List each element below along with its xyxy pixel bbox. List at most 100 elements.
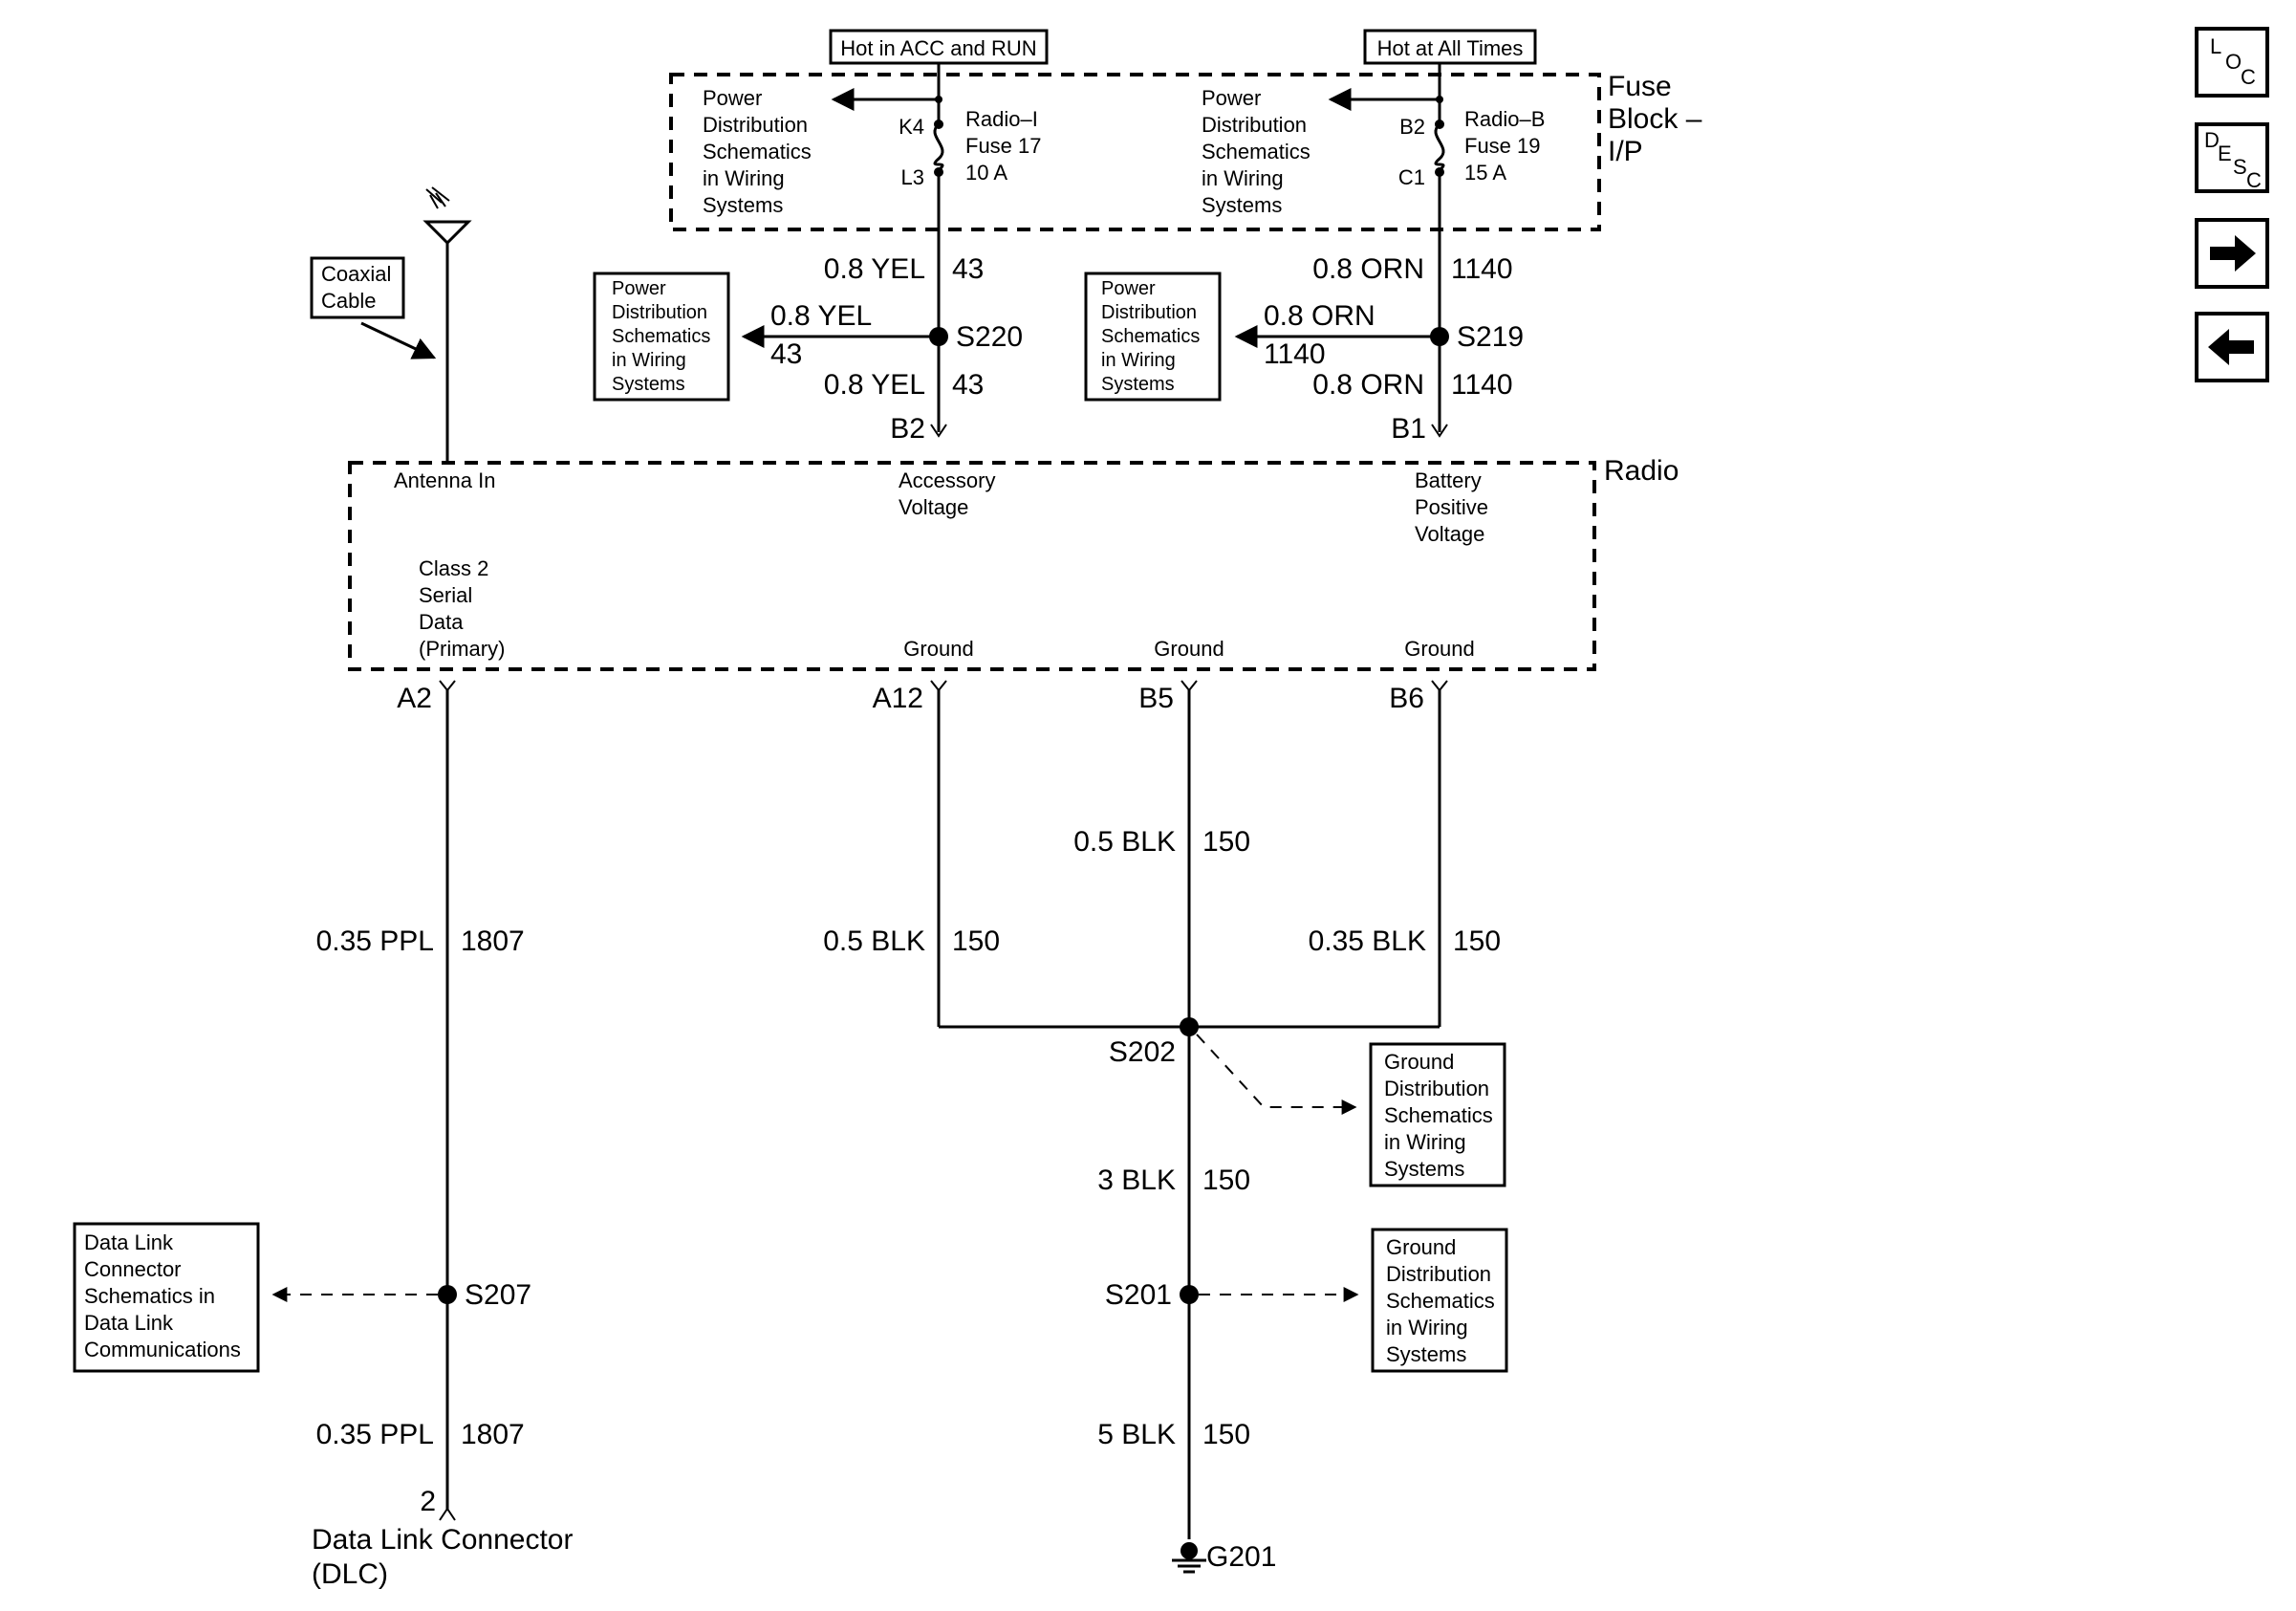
svg-text:Positive: Positive [1415,495,1488,519]
wire-orn-branch-size: 0.8 ORN [1264,300,1375,332]
splice-s202 [1180,1017,1199,1036]
svg-text:I/P: I/P [1608,136,1643,167]
fuse-17-rating: 10 A [965,161,1007,185]
ground-label: G201 [1206,1541,1276,1573]
svg-text:Connector: Connector [84,1257,182,1281]
wire-blk-a12-size: 0.5 BLK [823,925,925,957]
wire-orn-top-size: 0.8 ORN [1312,253,1424,285]
radio-battery-label: Battery [1415,468,1482,492]
wire-blk-5-size: 5 BLK [1097,1419,1176,1450]
svg-text:in Wiring: in Wiring [1384,1130,1466,1154]
svg-text:Data Link: Data Link [84,1311,174,1335]
wire-yel-top-circuit: 43 [952,253,984,285]
source-acc-run-label: Hot in ACC and RUN [840,36,1036,60]
svg-text:Systems: Systems [1386,1342,1466,1366]
svg-text:Voltage: Voltage [899,495,968,519]
wire-blk-b6-size: 0.35 BLK [1309,925,1426,957]
antenna-icon [422,186,472,463]
svg-text:in Wiring: in Wiring [1202,166,1284,190]
pin-a12: A12 [873,683,923,714]
svg-text:Schematics: Schematics [1386,1289,1495,1313]
desc-button-letter-c: C [2246,168,2262,192]
splice-s201-label: S201 [1105,1279,1172,1311]
coax-label: Coaxial Cable [310,256,437,359]
wire-yel-branch-circuit: 43 [770,338,802,370]
source-all-times-label: Hot at All Times [1377,36,1524,60]
loc-button[interactable]: L O C [2195,27,2269,98]
svg-text:Power: Power [1202,86,1261,110]
desc-button[interactable]: D E S C [2195,122,2269,193]
svg-text:Voltage: Voltage [1415,522,1484,546]
fuse-19-pin-out: C1 [1398,165,1425,189]
svg-text:Distribution: Distribution [1386,1262,1491,1286]
arrow-right-icon [2210,235,2256,272]
dlc-subtitle: (DLC) [312,1558,388,1590]
loc-button-letter-o: O [2225,50,2242,74]
back-button[interactable] [2195,312,2269,382]
svg-text:Distribution: Distribution [1101,302,1197,323]
svg-text:Systems: Systems [1202,193,1282,217]
splice-s220-label: S220 [956,321,1023,353]
pd-box-right: Power Distribution Schematics in Wiring … [1084,272,1222,402]
pd-box-left: Power Distribution Schematics in Wiring … [593,272,730,402]
svg-text:Distribution: Distribution [1384,1077,1489,1100]
svg-text:Ground: Ground [1386,1235,1456,1259]
wire-ppl-top-circuit: 1807 [461,925,525,957]
svg-text:Systems: Systems [612,374,685,395]
desc-button-letter-d: D [2204,128,2220,152]
fuse-19-label: Fuse 19 [1464,134,1541,158]
svg-text:Data Link: Data Link [84,1230,174,1254]
radio-title: Radio [1604,455,1679,487]
wire-blk-3-size: 3 BLK [1097,1165,1176,1196]
svg-text:Power: Power [703,86,762,110]
svg-text:Block –: Block – [1608,103,1702,135]
dlc-pin: 2 [420,1486,436,1517]
svg-text:Systems: Systems [703,193,783,217]
gd-box-2: Ground Distribution Schematics in Wiring… [1371,1228,1508,1373]
loc-button-letter-c: C [2241,65,2256,89]
loc-button-letter-l: L [2210,34,2221,58]
svg-text:(Primary): (Primary) [419,637,505,661]
svg-text:in Wiring: in Wiring [1386,1316,1468,1339]
fuse-block-ref-right: Power Distribution Schematics in Wiring … [1202,86,1310,217]
arrow-left-icon [2208,329,2254,365]
desc-button-letter-s: S [2233,155,2247,179]
svg-text:Distribution: Distribution [703,113,808,137]
svg-text:Power: Power [1101,278,1156,299]
svg-text:Serial: Serial [419,583,472,607]
radio-ground-1: Ground [903,637,973,661]
svg-text:Schematics: Schematics [612,326,710,347]
svg-text:Communications: Communications [84,1338,241,1361]
fuse-block-title: Fuse [1608,71,1672,102]
svg-text:Schematics: Schematics [1101,326,1200,347]
wire-yel-bottom-size: 0.8 YEL [824,369,925,401]
source-acc-run: Hot in ACC and RUN [829,29,1049,65]
svg-text:Schematics: Schematics [1384,1103,1493,1127]
svg-text:Schematics in: Schematics in [84,1284,215,1308]
svg-text:Distribution: Distribution [1202,113,1307,137]
wire-yel-top-size: 0.8 YEL [824,253,925,285]
next-button[interactable] [2195,218,2269,289]
svg-text:Data: Data [419,610,464,634]
gd-box-1: Ground Distribution Schematics in Wiring… [1369,1042,1506,1187]
dlc-ref-box: Data Link Connector Schematics in Data L… [73,1222,260,1373]
svg-text:in Wiring: in Wiring [703,166,785,190]
splice-s207 [438,1285,457,1304]
wire-blk-b5-size: 0.5 BLK [1073,826,1176,858]
wire-yel-bottom-circuit: 43 [952,369,984,401]
wire-blk-b6-circuit: 150 [1453,925,1501,957]
pin-b6: B6 [1389,683,1424,714]
svg-text:Systems: Systems [1384,1157,1464,1181]
pin-b5: B5 [1138,683,1174,714]
splice-s201 [1180,1285,1199,1304]
radio-antenna-label: Antenna In [394,468,495,492]
dlc-title: Data Link Connector [312,1524,574,1556]
svg-text:Systems: Systems [1101,374,1175,395]
pin-a2: A2 [397,683,432,714]
radio-class2-label: Class 2 [419,556,488,580]
radio-ground-2: Ground [1154,637,1224,661]
source-all-times: Hot at All Times [1363,29,1537,65]
wire-ppl-bottom-circuit: 1807 [461,1419,525,1450]
fuse-19: B2 C1 Radio–B Fuse 19 15 A [1328,75,1545,432]
fuse-19-name: Radio–B [1464,107,1545,131]
